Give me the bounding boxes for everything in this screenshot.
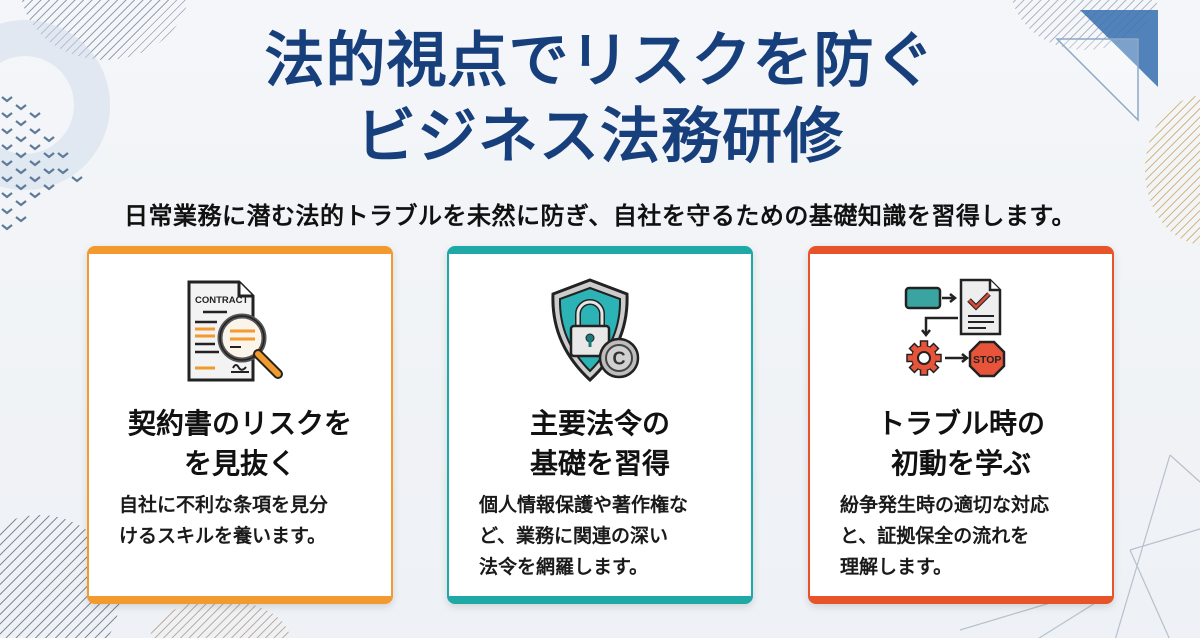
- card-title-line1: トラブル時の: [876, 407, 1045, 440]
- card-title-line2: 基礎を習得: [529, 447, 670, 480]
- decor-hatch-circle-bottom-center: [150, 600, 290, 638]
- decor-lines-bottom-right: [1114, 454, 1200, 638]
- card-title: トラブル時の 初動を学ぶ: [810, 404, 1112, 484]
- card-description: 自社に不利な条項を見分 けるスキルを養います。: [119, 490, 369, 552]
- card-desc-line2: ど、業務に関連の深い: [479, 525, 669, 547]
- svg-text:C: C: [613, 349, 626, 369]
- contract-magnifier-icon: CONTRACT: [187, 280, 283, 382]
- svg-text:STOP: STOP: [973, 354, 1001, 366]
- shield-lock-copyright-icon: C: [551, 278, 640, 383]
- card-title: 主要法令の 基礎を習得: [449, 404, 751, 484]
- card-trouble-response: STOP トラブル時の 初動を学ぶ 紛争発生時の適切な対応 と、証拠保全の流れを…: [808, 246, 1114, 604]
- svg-text:CONTRACT: CONTRACT: [195, 295, 248, 306]
- card-description: 紛争発生時の適切な対応 と、証拠保全の流れを 理解します。: [840, 490, 1090, 583]
- card-title-line2: 初動を学ぶ: [890, 447, 1031, 480]
- card-description: 個人情報保護や著作権な ど、業務に関連の深い 法令を網羅します。: [479, 490, 729, 583]
- card-desc-line1: 紛争発生時の適切な対応: [840, 494, 1050, 516]
- card-desc-line3: 理解します。: [840, 556, 953, 578]
- card-desc-line2: と、証拠保全の流れを: [840, 525, 1030, 547]
- process-flow-stop-icon: STOP: [904, 278, 1006, 378]
- card-title-line1: 契約書のリスクを: [127, 407, 352, 440]
- page-title-line2: ビジネス法務研修: [356, 102, 844, 172]
- card-title-line2: を見抜く: [183, 447, 296, 480]
- card-title: 契約書のリスクを を見抜く: [89, 404, 391, 484]
- page-title-line1: 法的視点でリスクを防ぐ: [264, 26, 936, 96]
- page-subtitle: 日常業務に潜む法的トラブルを未然に防ぎ、自社を守るための基礎知識を習得します。: [124, 202, 1076, 230]
- card-desc-line1: 自社に不利な条項を見分: [119, 494, 329, 516]
- card-desc-line2: けるスキルを養います。: [119, 525, 327, 547]
- card-desc-line1: 個人情報保護や著作権な: [479, 494, 689, 516]
- card-major-laws: C 主要法令の 基礎を習得 個人情報保護や著作権な ど、業務に関連の深い 法令を…: [447, 246, 753, 604]
- card-title-line1: 主要法令の: [529, 407, 670, 440]
- card-desc-line3: 法令を網羅します。: [479, 556, 649, 578]
- card-contract-risk: CONTRACT 契約書のリスクを を見抜く 自社に不利な条項を見分 けるスキル…: [87, 246, 393, 604]
